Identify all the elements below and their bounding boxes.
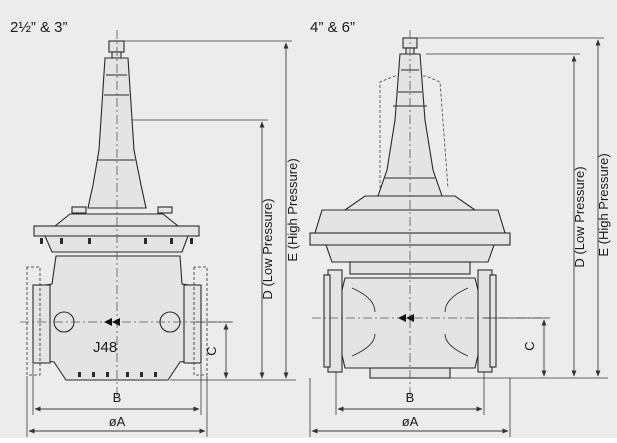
right-inlet-flange-face <box>323 274 331 368</box>
left-bottom-bolts <box>78 372 157 377</box>
left-dim-c-label: C <box>204 346 219 355</box>
right-dim-c-label: C <box>522 341 537 350</box>
left-dim-b-label: B <box>113 390 122 405</box>
left-dim-a-label: øA <box>109 414 126 429</box>
left-extension-lines <box>26 40 296 437</box>
left-cap-right <box>157 206 173 214</box>
left-diaphragm-flange <box>33 225 200 237</box>
right-dimension-lines <box>311 39 601 434</box>
left-centerlines <box>20 30 236 398</box>
left-diaphragm-upper <box>53 213 180 227</box>
flow-arrow-icon <box>398 314 414 322</box>
left-dimension-lines <box>28 42 289 434</box>
left-body-mark: J48 <box>93 339 117 356</box>
left-nut-collar <box>111 51 122 59</box>
left-view <box>26 40 208 381</box>
left-adjusting-nut <box>108 40 125 53</box>
flow-arrow-icon <box>104 318 120 326</box>
left-cap-left <box>71 206 87 214</box>
left-view-title: 2½” & 3” <box>10 19 68 36</box>
left-dim-d-label: D (Low Pressure) <box>260 198 275 299</box>
left-dim-e-label-visible: E (High Pressure) <box>285 158 300 261</box>
right-extension-lines <box>309 37 608 437</box>
right-view-title: 4” & 6” <box>310 19 355 36</box>
right-outlet-flange-face <box>489 274 497 368</box>
left-outlet-end <box>183 284 202 364</box>
right-dim-d-label: D (Low Pressure) <box>572 166 587 267</box>
right-dim-a-label: øA <box>402 414 419 429</box>
left-diaphragm-lower <box>44 235 189 253</box>
right-dim-b-label: B <box>406 390 415 405</box>
left-inlet-end <box>32 284 51 364</box>
right-dim-e-label: E (High Pressure) <box>596 153 611 256</box>
right-centerlines <box>312 30 550 398</box>
left-flange-bolts <box>40 238 193 244</box>
